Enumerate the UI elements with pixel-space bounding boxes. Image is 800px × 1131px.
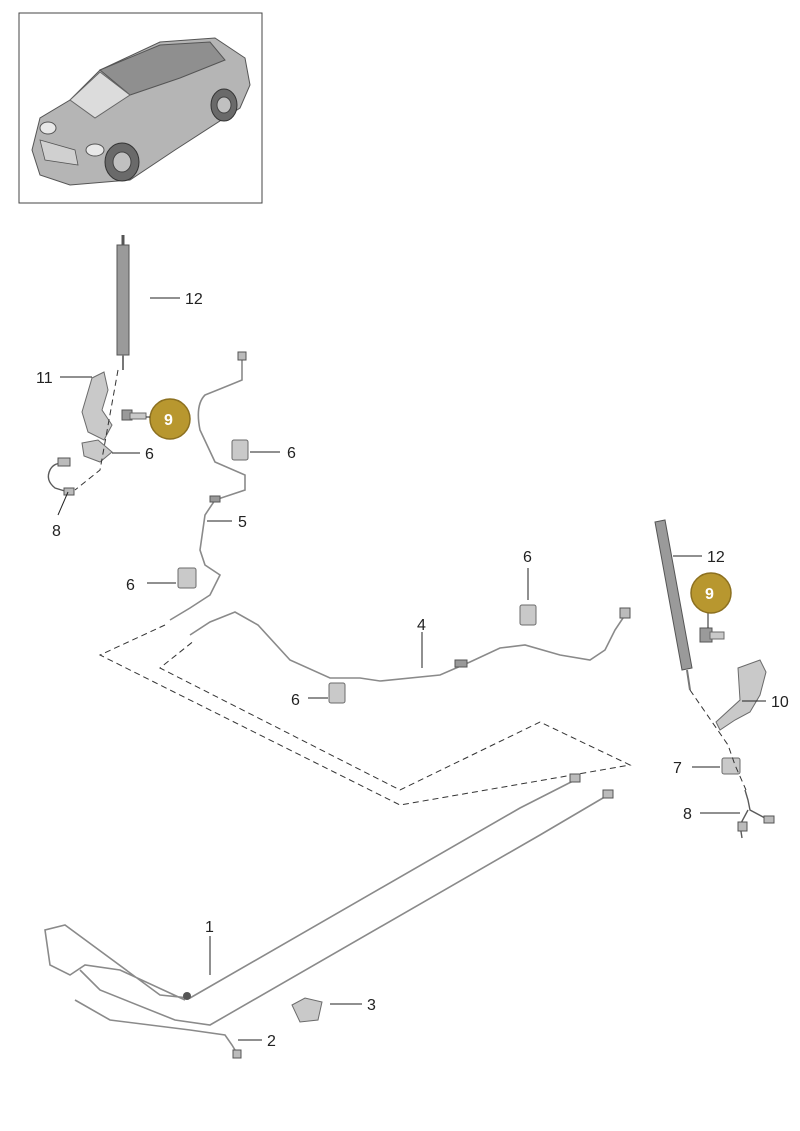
badge-9-left-label: 9 [164, 412, 173, 429]
sensor-left [47, 457, 75, 496]
vehicle-thumbnail [18, 12, 263, 204]
brake-line-1b [79, 794, 609, 1026]
sensor-right [737, 789, 775, 839]
brake-line-5 [169, 358, 246, 621]
strut-right [654, 519, 693, 691]
callout-6-mid: 6 [291, 692, 300, 709]
callout-8-left: 8 [52, 523, 61, 540]
callout-6-upper-left: 6 [145, 446, 154, 463]
clip-mid [328, 682, 346, 704]
brake-line-4 [189, 611, 626, 682]
badge-9-right-label: 9 [705, 586, 714, 603]
callout-6-upper: 6 [287, 445, 296, 462]
callout-12-left: 12 [185, 291, 203, 308]
clip-7 [721, 757, 741, 775]
callout-1: 1 [205, 919, 214, 936]
clip-right [519, 604, 537, 626]
routing-dashed [98, 624, 632, 806]
badge-9-right: 9 [690, 572, 732, 614]
bolt-left [121, 409, 147, 421]
brake-line-2 [74, 999, 239, 1056]
clip-upper-left [231, 439, 249, 461]
bolt-right [699, 627, 725, 643]
callout-4: 4 [417, 617, 426, 634]
callout-2: 2 [267, 1033, 276, 1050]
badge-9-left: 9 [146, 398, 191, 440]
bracket-right [715, 659, 767, 731]
callout-3: 3 [367, 997, 376, 1014]
callout-8-right: 8 [683, 806, 692, 823]
car-icon [31, 37, 251, 186]
callout-7: 7 [673, 760, 682, 777]
strut-left [116, 235, 130, 370]
brake-line-1 [44, 779, 576, 1001]
callout-5: 5 [238, 514, 247, 531]
assembly-line-left [74, 369, 119, 491]
callout-6-mid-left: 6 [126, 577, 135, 594]
callout-6-right: 6 [523, 549, 532, 566]
callout-10: 10 [771, 694, 789, 711]
callout-12-right: 12 [707, 549, 725, 566]
callout-11: 11 [36, 370, 53, 387]
clip-mid-left [177, 567, 197, 589]
assembly-line-right [689, 689, 747, 791]
bracket-left [81, 371, 113, 463]
leader-lines [57, 297, 766, 1041]
clip-3 [291, 997, 323, 1023]
